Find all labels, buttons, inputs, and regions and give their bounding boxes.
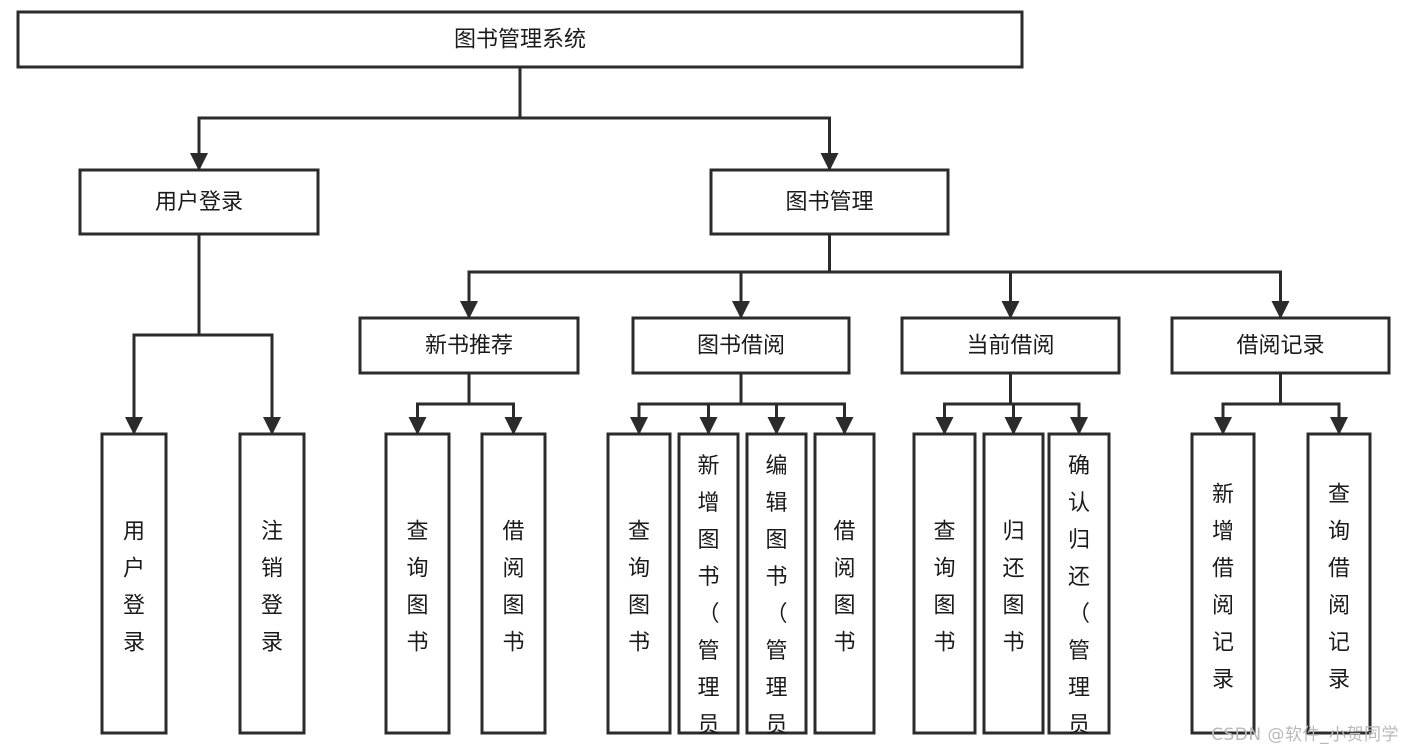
node-leaf-user-login-box[interactable] [100,432,168,735]
arrow-head [408,417,427,435]
node-root-box[interactable] [16,10,1024,69]
arrow-head [835,417,854,435]
node-book-borrow[interactable]: 图书借阅 [631,316,851,375]
arrow-head [460,301,478,319]
node-leaf-return-book-box[interactable] [982,432,1045,735]
node-leaf-borrow-book-1[interactable]: 借阅图书 [480,432,547,735]
connector-layer [125,65,1348,435]
arrow-head [1271,301,1290,319]
arrow-head [767,417,786,435]
arrow-head [1001,301,1020,319]
node-user-login[interactable]: 用户登录 [78,168,320,236]
node-leaf-query-book-2[interactable]: 查询图书 [606,432,672,735]
arrow-head [1330,417,1348,435]
node-leaf-query-record-box[interactable] [1306,432,1372,735]
node-leaf-query-book-1-label: 查询图书 [406,519,428,655]
node-leaf-return-book-label: 归还图书 [1002,519,1024,655]
arrow-head [699,417,718,435]
node-borrow-record[interactable]: 借阅记录 [1170,316,1391,375]
arrow-head [1004,417,1023,435]
node-leaf-add-book-label: 新增图书（管理员（ [697,454,719,747]
node-leaf-add-book-box[interactable] [677,432,740,735]
node-borrow-record-box[interactable] [1170,316,1391,375]
node-book-manage-label: 图书管理 [785,190,873,215]
node-book-borrow-box[interactable] [631,316,851,375]
node-leaf-query-book-3-label: 查询图书 [933,519,955,655]
node-leaf-confirm-return-label: 确认归还（管理员（ [1068,454,1090,747]
node-user-login-box[interactable] [78,168,320,236]
node-leaf-query-book-1[interactable]: 查询图书 [384,432,451,735]
node-new-book-recommend-box[interactable] [358,316,580,375]
node-current-borrow-label: 当前借阅 [966,334,1054,359]
node-book-manage-box[interactable] [709,168,950,236]
node-root-label: 图书管理系统 [454,28,586,53]
node-leaf-query-book-3-box[interactable] [912,432,977,735]
node-leaf-logout-box[interactable] [238,432,306,735]
node-leaf-borrow-book-2[interactable]: 借阅图书 [813,432,876,735]
node-leaf-query-book-3[interactable]: 查询图书 [912,432,977,735]
node-user-login-label: 用户登录 [155,190,243,215]
node-current-borrow[interactable]: 当前借阅 [900,316,1121,375]
node-leaf-user-login[interactable]: 用户登录 [100,432,168,735]
node-new-book-recommend[interactable]: 新书推荐 [358,316,580,375]
node-leaf-edit-book[interactable]: 编辑图书（管理员（ [745,432,808,747]
node-leaf-query-book-2-box[interactable] [606,432,672,735]
node-leaf-borrow-book-2-label: 借阅图书 [833,519,855,655]
node-new-book-recommend-label: 新书推荐 [425,334,513,359]
arrow-head [190,153,208,171]
node-leaf-query-record-label: 查询借阅记录 [1328,482,1350,692]
node-leaf-borrow-book-2-box[interactable] [813,432,876,735]
node-leaf-user-login-label: 用户登录 [123,519,145,655]
arrow-head [1214,417,1232,435]
arrow-head [263,417,281,435]
node-leaf-return-book[interactable]: 归还图书 [982,432,1045,735]
node-leaf-logout-label: 注销登录 [261,519,283,655]
node-current-borrow-box[interactable] [900,316,1121,375]
node-borrow-record-label: 借阅记录 [1236,334,1324,359]
node-leaf-confirm-return-box[interactable] [1047,432,1111,735]
node-leaf-add-record[interactable]: 新增借阅记录 [1190,432,1256,735]
node-book-manage[interactable]: 图书管理 [709,168,950,236]
node-leaf-add-record-label: 新增借阅记录 [1212,482,1234,692]
node-leaf-confirm-return[interactable]: 确认归还（管理员（ [1047,432,1111,747]
arrow-head [820,153,839,171]
node-leaf-query-book-2-label: 查询图书 [628,519,650,655]
node-leaf-query-record[interactable]: 查询借阅记录 [1306,432,1372,735]
node-leaf-edit-book-box[interactable] [745,432,808,735]
node-root[interactable]: 图书管理系统 [16,10,1024,69]
node-book-borrow-label: 图书借阅 [697,334,785,359]
arrow-head [125,417,143,435]
arrow-head [630,417,648,435]
node-leaf-edit-book-label: 编辑图书（管理员（ [765,454,787,747]
node-leaf-add-record-box[interactable] [1190,432,1256,735]
node-leaf-borrow-book-1-label: 借阅图书 [502,519,524,655]
node-leaf-query-book-1-box[interactable] [384,432,451,735]
node-leaf-borrow-book-1-box[interactable] [480,432,547,735]
node-leaf-logout[interactable]: 注销登录 [238,432,306,735]
arrow-head [935,417,954,435]
arrow-head [504,417,523,435]
arrow-head [732,301,750,319]
arrow-head [1070,417,1088,435]
node-leaf-add-book[interactable]: 新增图书（管理员（ [677,432,740,747]
